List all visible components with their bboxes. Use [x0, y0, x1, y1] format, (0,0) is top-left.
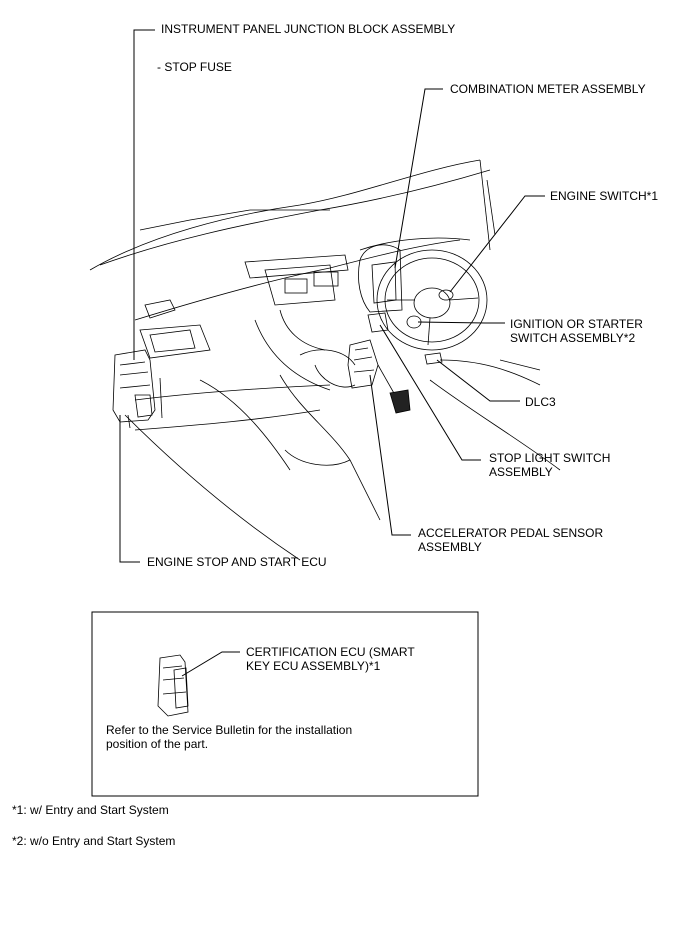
label-combination-meter: COMBINATION METER ASSEMBLY [450, 82, 646, 96]
inset-note-line1: Refer to the Service Bulletin for the in… [106, 723, 353, 737]
label-instrument-panel-jb: INSTRUMENT PANEL JUNCTION BLOCK ASSEMBLY [161, 22, 456, 36]
label-cert-ecu-line2: KEY ECU ASSEMBLY)*1 [246, 659, 381, 673]
inset-box [91, 611, 479, 797]
footnote-2: *2: w/o Entry and Start System [12, 834, 176, 848]
label-ignition-switch-line2: SWITCH ASSEMBLY*2 [510, 331, 636, 345]
leader-lines [119, 29, 545, 563]
footnote-1: *1: w/ Entry and Start System [12, 803, 169, 817]
label-cert-ecu-line1: CERTIFICATION ECU (SMART [246, 645, 415, 659]
label-stop-fuse: - STOP FUSE [157, 60, 232, 74]
dashboard-illustration [89, 159, 561, 561]
label-stop-light-line1: STOP LIGHT SWITCH [489, 451, 611, 465]
label-dlc3: DLC3 [525, 395, 556, 409]
certification-ecu-illustration [157, 654, 189, 717]
cert-ecu-leader-line [181, 651, 240, 677]
label-stop-light-line2: ASSEMBLY [489, 465, 553, 479]
inset-note-line2: position of the part. [106, 737, 209, 751]
label-accelerator-line2: ASSEMBLY [418, 540, 482, 554]
label-ignition-switch-line1: IGNITION OR STARTER [510, 317, 643, 331]
label-engine-stop-start-ecu: ENGINE STOP AND START ECU [147, 555, 327, 569]
label-engine-switch: ENGINE SWITCH*1 [550, 189, 659, 203]
label-accelerator-line1: ACCELERATOR PEDAL SENSOR [418, 526, 604, 540]
